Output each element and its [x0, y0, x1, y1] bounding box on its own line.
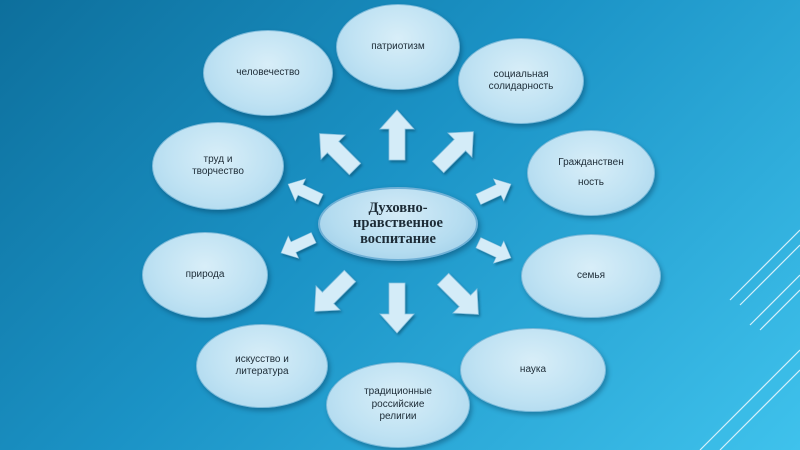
arrow-to-art [314, 269, 357, 312]
arrow-to-patriotism [379, 109, 415, 161]
node-labor: труд и творчество [152, 122, 284, 210]
node-nature: природа [142, 232, 268, 318]
node-humanity: человечество [203, 30, 333, 116]
node-art: искусство и литература [196, 324, 328, 408]
node-patriotism: патриотизм [336, 4, 460, 90]
node-citizenship: Гражданствен ность [527, 130, 655, 216]
node-center: Духовно- нравственное воспитание [318, 187, 478, 261]
arrow-to-science [436, 272, 479, 315]
arrow-to-nature [280, 232, 317, 259]
arrow-to-religions [379, 282, 415, 334]
node-religions: традиционные российские религии [326, 362, 470, 448]
arrow-to-citizenship [475, 178, 512, 205]
arrow-to-labor [287, 178, 324, 205]
arrow-to-humanity [319, 133, 362, 176]
arrow-to-family [475, 237, 512, 264]
arrow-to-solidarity [431, 131, 474, 174]
node-science: наука [460, 328, 606, 412]
node-family: семья [521, 234, 661, 318]
node-solidarity: социальная солидарность [458, 38, 584, 124]
